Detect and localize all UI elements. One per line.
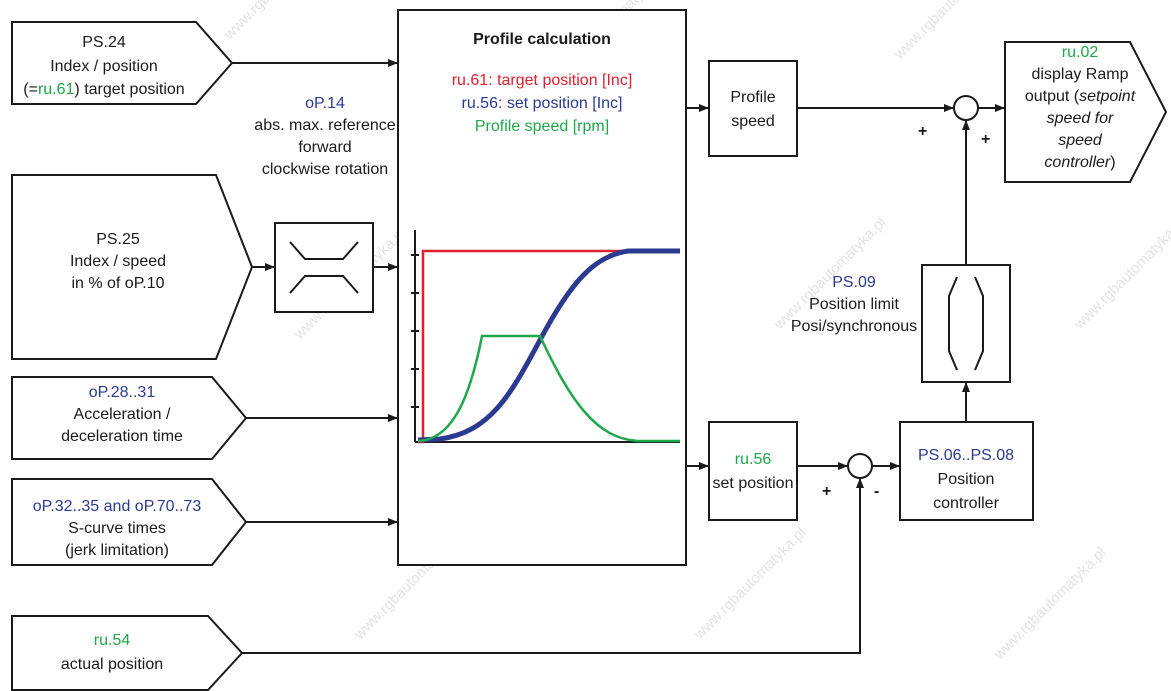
summing-junction-bottom bbox=[847, 453, 873, 479]
legend-blue: ru.56: set position [Inc] bbox=[462, 95, 623, 112]
limiter-vertical-icon bbox=[948, 276, 984, 371]
ps25-line1: Index / speed bbox=[70, 253, 166, 270]
ru54-line1: actual position bbox=[61, 656, 163, 673]
profile-speed-block: Profile speed bbox=[708, 60, 798, 157]
set-position-block: ru.56 set position bbox=[708, 421, 798, 521]
op32-line1: S-curve times bbox=[68, 520, 166, 537]
input-ru54-block: ru.54 actual position bbox=[11, 615, 244, 691]
chart-ticks bbox=[411, 254, 419, 408]
position-controller-code: PS.06..PS.08 bbox=[918, 447, 1014, 464]
op32-line2: (jerk limitation) bbox=[65, 542, 169, 559]
position-limit-line2: Posi/synchronous bbox=[791, 318, 917, 335]
ps24-line1: Index / position bbox=[50, 58, 158, 75]
arrow-actual-position-feedback bbox=[242, 478, 864, 654]
op28-code: oP.28..31 bbox=[89, 384, 156, 401]
ru02-code: ru.02 bbox=[1062, 44, 1099, 61]
ru02-line5: controller) bbox=[1044, 154, 1115, 171]
op14-line1: abs. max. reference bbox=[254, 117, 396, 134]
limiter-op14: oP.14 abs. max. reference forward clockw… bbox=[254, 95, 396, 313]
input-ps24-block: PS.24 Index / position (=ru.61) target p… bbox=[11, 21, 234, 105]
plus-sign-top-left: + bbox=[918, 123, 927, 140]
watermark-text: www.rgbautomatyka.pl bbox=[890, 0, 1009, 64]
ru02-line3: speed for bbox=[1047, 110, 1114, 127]
watermark-text: www.rgbautomatyka.pl bbox=[220, 0, 339, 44]
input-op28-block: oP.28..31 Acceleration / deceleration ti… bbox=[11, 376, 248, 460]
output-ru02-block: ru.02 display Ramp output (setpoint spee… bbox=[1004, 41, 1168, 183]
position-limit-code: PS.09 bbox=[832, 274, 876, 291]
set-position-code: ru.56 bbox=[735, 451, 772, 468]
op14-line3: clockwise rotation bbox=[262, 161, 388, 178]
ps24-line2: (=ru.61) target position bbox=[23, 81, 184, 98]
input-op32-block: oP.32..35 and oP.70..73 S-curve times (j… bbox=[11, 478, 248, 566]
op28-line1: Acceleration / bbox=[74, 406, 171, 423]
position-controller-block: PS.06..PS.08 Position controller bbox=[899, 421, 1034, 521]
ru02-line4: speed bbox=[1058, 132, 1103, 149]
ru54-code: ru.54 bbox=[94, 632, 131, 649]
profile-speed-line2: speed bbox=[731, 113, 775, 130]
summing-junction-top bbox=[953, 95, 979, 121]
watermark-text: www.rgbautomatyka.pl bbox=[990, 544, 1109, 663]
minus-sign-bottom-right: - bbox=[874, 483, 879, 500]
profile-speed-curve bbox=[417, 334, 680, 443]
input-ps25-block: PS.25 Index / speed in % of oP.10 bbox=[11, 174, 254, 360]
legend-red: ru.61: target position [Inc] bbox=[452, 72, 633, 89]
plus-sign-top-right: + bbox=[981, 131, 990, 148]
position-limit-block: PS.09 Position limit Posi/synchronous bbox=[791, 264, 1011, 383]
legend-green: Profile speed [rpm] bbox=[475, 118, 609, 135]
op14-code: oP.14 bbox=[305, 95, 345, 112]
profile-calculation-block: Profile calculation ru.61: target positi… bbox=[397, 9, 687, 566]
ps25-code: PS.25 bbox=[96, 231, 140, 248]
ru02-line1: display Ramp bbox=[1032, 66, 1129, 83]
connections bbox=[232, 59, 1005, 654]
set-position-line1: set position bbox=[713, 475, 794, 492]
plus-sign-bottom-left: + bbox=[822, 483, 831, 500]
profile-speed-line1: Profile bbox=[730, 89, 775, 106]
position-limit-line1: Position limit bbox=[809, 296, 899, 313]
profile-title: Profile calculation bbox=[473, 31, 611, 48]
ps24-code: PS.24 bbox=[82, 34, 126, 51]
op32-code: oP.32..35 and oP.70..73 bbox=[33, 498, 202, 515]
position-controller-line1: Position bbox=[938, 471, 995, 488]
watermark-text: www.rgbautomatyka.pl bbox=[1070, 214, 1171, 333]
set-position-curve bbox=[417, 248, 680, 443]
limiter-symbol-icon bbox=[289, 241, 359, 294]
ru02-line2: output (setpoint bbox=[1025, 88, 1136, 105]
ps25-line2: in % of oP.10 bbox=[71, 275, 164, 292]
watermark-text: www.rgbautomatyka.pl bbox=[690, 524, 809, 643]
op28-line2: deceleration time bbox=[61, 428, 183, 445]
position-controller-line2: controller bbox=[933, 495, 999, 512]
op14-line2: forward bbox=[298, 139, 351, 156]
